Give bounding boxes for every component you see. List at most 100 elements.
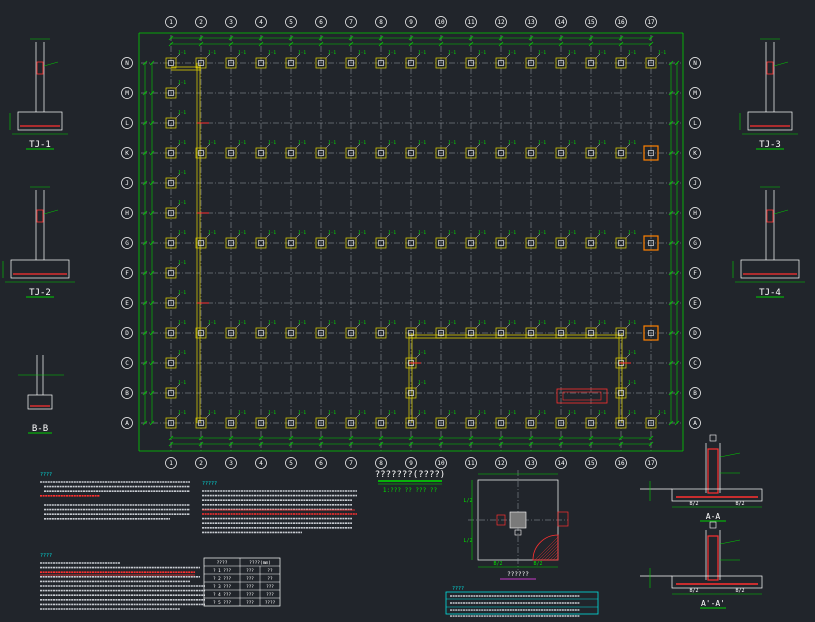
footing-16B-column [618, 390, 624, 396]
footing-5A-column [288, 420, 294, 426]
footing-5D [285, 327, 297, 339]
footing-10G [435, 237, 447, 249]
footing-9G-mark: J-1 [418, 230, 426, 236]
dim-tick-h [348, 435, 354, 441]
footing-5A [285, 417, 297, 429]
footing-4N-leader [265, 53, 271, 59]
row-bubble-G [689, 237, 701, 249]
dim-tick-h [558, 41, 564, 47]
col-bubble-label-5: 5 [289, 460, 293, 467]
notes-block-2: ????? [202, 481, 357, 534]
footing-4A-leader [265, 413, 271, 419]
footing-1B-leader [175, 383, 181, 389]
footing-5G-column [288, 240, 294, 246]
footing-16G-leader [625, 233, 631, 239]
detail-hatch-line [537, 539, 559, 561]
footing-8K [375, 147, 387, 159]
footing-9N-column [408, 60, 414, 66]
detail-hatch-line [555, 557, 559, 561]
footing-13A-column [528, 420, 534, 426]
footing-13D-mark: J-1 [538, 320, 546, 326]
pier-rebar [36, 61, 44, 75]
row-bubble-label-L: L [125, 120, 129, 127]
footing-2A-column [198, 420, 204, 426]
dim-tick-v [668, 120, 674, 126]
dim-tick-h [258, 441, 264, 447]
col-bubble-label-14: 14 [557, 460, 565, 467]
footing-2A [195, 417, 207, 429]
dim-tick-h [378, 435, 384, 441]
footing-6N-column [318, 60, 324, 66]
footing-1D-mark: J-1 [178, 320, 186, 326]
dim-tick-h [318, 41, 324, 47]
footing-15G-mark: J-1 [598, 230, 606, 236]
col-bubble-15 [585, 16, 597, 28]
plan-dimension-frame [138, 32, 684, 452]
section-tag [709, 521, 717, 529]
footing-5K-column [288, 150, 294, 156]
dim-tick-h [228, 435, 234, 441]
corner-footing-column [648, 330, 654, 336]
footing-3K-mark: J-1 [238, 140, 246, 146]
footing-1B [165, 387, 177, 399]
dim-tick-v [674, 240, 680, 246]
footing-13N [525, 57, 537, 69]
footing-7D [345, 327, 357, 339]
col-bubble-8 [375, 16, 387, 28]
footing-5N-column [288, 60, 294, 66]
footing-6A-mark: J-1 [328, 410, 336, 416]
footing-17N-mark: J-1 [658, 50, 666, 56]
footing-1F-column [168, 270, 174, 276]
legend-heading: ???? [452, 586, 464, 592]
section-tj1: TJ-1 [9, 38, 68, 150]
slab [671, 575, 763, 589]
footing-8A-leader [385, 413, 391, 419]
row-bubble-L [689, 117, 701, 129]
footing-6K-mark: J-1 [328, 140, 336, 146]
col-bubble-3 [225, 457, 237, 469]
dim-tick-h [228, 441, 234, 447]
dim-tick-h [168, 35, 174, 41]
footing-8A [375, 417, 387, 429]
footing-4G [255, 237, 267, 249]
footing-2K-column [198, 150, 204, 156]
col-bubble-label-14: 14 [557, 19, 565, 26]
footing-14K-column [558, 150, 564, 156]
section-label: A-A [706, 512, 721, 521]
footing-3K-column [228, 150, 234, 156]
footing-16A-mark: J-1 [628, 410, 636, 416]
row-bubble-label-N: N [125, 60, 129, 67]
footing-10K [435, 147, 447, 159]
footing-1N-leader [175, 53, 181, 59]
dim-tick-h [558, 35, 564, 41]
footing-15G-leader [595, 233, 601, 239]
footing-1L-mark: J-1 [178, 110, 186, 116]
footing-9A-mark: J-1 [418, 410, 426, 416]
col-bubble-9 [405, 16, 417, 28]
footing-4A [255, 417, 267, 429]
footing-7G-column [348, 240, 354, 246]
footing-14N [555, 57, 567, 69]
footing-8G-column [378, 240, 384, 246]
footing-1M [165, 87, 177, 99]
dim-tick-h [498, 41, 504, 47]
dim-tick-v [142, 390, 148, 396]
stair-pit-inner [562, 391, 602, 401]
dim-tick-v [668, 300, 674, 306]
footing-9N [405, 57, 417, 69]
footing-13K [525, 147, 537, 159]
dim-tick-v [142, 240, 148, 246]
footing-1M-column [168, 90, 174, 96]
col-bubble-label-10: 10 [437, 19, 445, 26]
footing-11A-mark: J-1 [478, 410, 486, 416]
detail-column [509, 511, 527, 529]
footing-8N-leader [385, 53, 391, 59]
footing-11G-mark: J-1 [478, 230, 486, 236]
dim-tick-v [674, 420, 680, 426]
row-bubble-label-A: A [125, 420, 129, 427]
dim-tick-h [198, 35, 204, 41]
col-bubble-label-3: 3 [229, 19, 233, 26]
footing-7A-mark: J-1 [358, 410, 366, 416]
notes-block-3: ???? [40, 553, 205, 610]
